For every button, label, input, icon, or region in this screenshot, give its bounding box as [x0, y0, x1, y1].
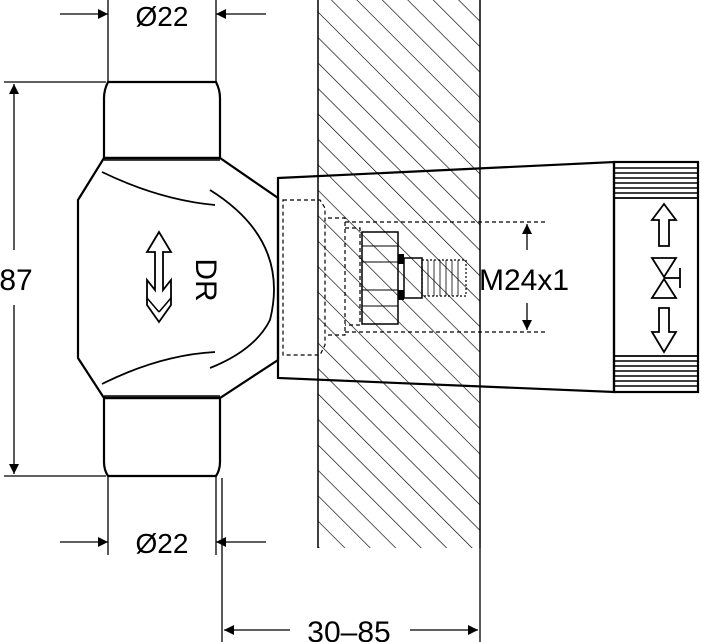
valve-symbol-icon — [650, 202, 681, 354]
main-body — [76, 156, 280, 400]
flow-direction-arrow-icon — [145, 230, 173, 324]
hidden-cartridge — [282, 199, 545, 356]
bottom-pipe-stub — [102, 396, 222, 478]
thread-label: M24x1 — [479, 264, 569, 297]
dimension-thread: M24x1 — [479, 224, 569, 330]
dimension-bottom-diameter: Ø22 — [60, 476, 266, 559]
dimension-height: 87 — [0, 81, 106, 477]
valve-body: DR — [76, 80, 280, 478]
depth-label: 30–85 — [307, 616, 390, 642]
body-label: DR — [189, 258, 222, 301]
extension-sleeve — [276, 160, 700, 394]
spindle — [421, 259, 467, 297]
wall — [317, 0, 481, 548]
dimension-depth: 30–85 — [221, 478, 481, 642]
bottom-diameter-label: Ø22 — [136, 528, 189, 559]
dimension-top-diameter: Ø22 — [60, 0, 266, 82]
height-label: 87 — [0, 264, 33, 297]
top-diameter-label: Ø22 — [136, 1, 189, 32]
knurled-cap — [612, 160, 700, 394]
top-pipe-stub — [102, 80, 222, 160]
